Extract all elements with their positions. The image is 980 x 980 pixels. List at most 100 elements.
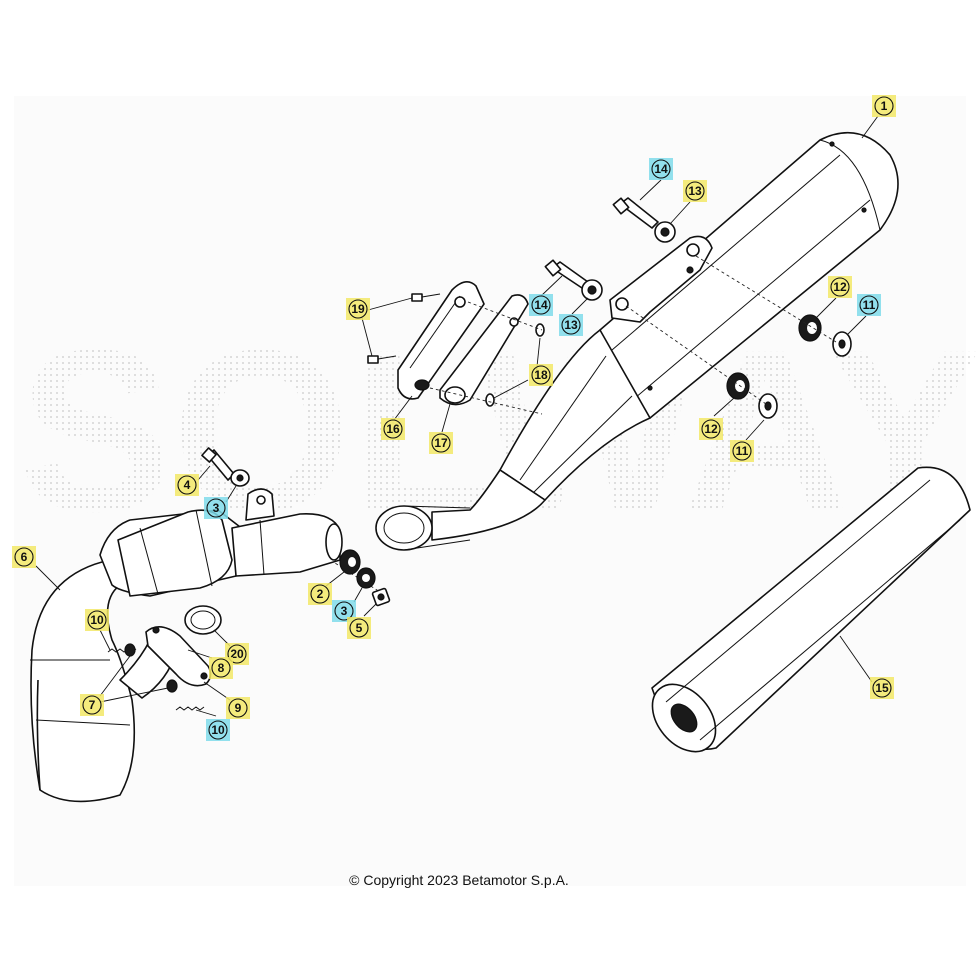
callout-circle [334, 601, 354, 621]
callout-highlight [857, 294, 881, 316]
part-18-nuts [485, 323, 545, 407]
callout-circle [82, 695, 102, 715]
callout-circle [701, 419, 721, 439]
callout-label: 12 [833, 280, 847, 294]
callout-circle [208, 720, 228, 740]
callout-c4: 4 [175, 474, 199, 496]
part-11-washers [758, 331, 852, 419]
callout-c2: 2 [308, 583, 332, 605]
callout-label: 17 [434, 436, 448, 450]
part-5-nut [371, 587, 391, 607]
callout-highlight [649, 158, 673, 180]
callout-highlight [870, 677, 894, 699]
callout-label: 18 [534, 368, 548, 382]
callout-c14b: 14 [529, 294, 553, 316]
callout-label: 11 [863, 298, 876, 312]
part-3-washers [230, 469, 376, 589]
callout-label: 5 [356, 621, 363, 635]
callout-circle [310, 584, 330, 604]
callout-highlight [429, 432, 453, 454]
callout-highlight [308, 583, 332, 605]
callout-c11b: 11 [730, 440, 754, 462]
callout-highlight [85, 609, 109, 631]
part-7-grommets [124, 643, 178, 693]
part-15-sleeve [651, 466, 971, 753]
callout-c10b: 10 [206, 719, 230, 741]
callout-c13a: 13 [683, 180, 707, 202]
callout-label: 7 [89, 698, 96, 712]
callout-circle [561, 315, 581, 335]
callout-label: 3 [341, 604, 348, 618]
callout-c10a: 10 [85, 609, 109, 631]
callout-highlight [209, 657, 233, 679]
callout-circle [431, 433, 451, 453]
callout-label: 10 [90, 613, 104, 627]
callout-highlight [828, 276, 852, 298]
callout-circle [651, 159, 671, 179]
callout-circle [227, 644, 247, 664]
callout-circle [349, 618, 369, 638]
callout-circle [383, 419, 403, 439]
callout-c7: 7 [80, 694, 104, 716]
callout-highlight [206, 719, 230, 741]
callout-label: 13 [564, 318, 578, 332]
callout-c14a: 14 [649, 158, 673, 180]
callout-c16: 16 [381, 418, 405, 440]
part-20-o-ring [184, 605, 222, 635]
callout-circle [348, 299, 368, 319]
callout-label: 1 [881, 99, 888, 113]
part-4-bolt [201, 447, 235, 481]
callout-c13b: 13 [559, 314, 583, 336]
callout-c9: 9 [226, 697, 250, 719]
callout-label: 14 [654, 162, 668, 176]
callout-c6: 6 [12, 546, 36, 568]
callout-highlight [332, 600, 356, 622]
callout-label: 8 [218, 661, 225, 675]
callout-circle [211, 658, 231, 678]
callout-highlight [226, 697, 250, 719]
part-12-grommets [726, 314, 822, 400]
callout-circle [228, 698, 248, 718]
callout-label: 6 [21, 550, 28, 564]
callout-highlight [12, 546, 36, 568]
copyright-notice: © Copyright 2023 Betamotor S.p.A. [349, 872, 569, 888]
callout-c18: 18 [529, 364, 553, 386]
callout-c5: 5 [347, 617, 371, 639]
callout-highlight [559, 314, 583, 336]
part-17-gasket [439, 294, 529, 406]
assembly-axes [289, 255, 837, 593]
callout-label: 11 [736, 444, 749, 458]
callout-circle [859, 295, 879, 315]
callout-highlight [346, 298, 370, 320]
part-19-screws [367, 293, 441, 364]
callout-highlight [683, 180, 707, 202]
part-16-bracket [397, 281, 485, 400]
callout-circle [732, 441, 752, 461]
callout-label: 12 [704, 422, 718, 436]
callout-label: 3 [213, 501, 220, 515]
callout-circle [206, 498, 226, 518]
callout-c12a: 12 [828, 276, 852, 298]
callout-label: 4 [184, 478, 191, 492]
callout-highlight [529, 364, 553, 386]
callout-highlight [80, 694, 104, 716]
callout-circle [14, 547, 34, 567]
callout-highlight [175, 474, 199, 496]
callout-c15: 15 [870, 677, 894, 699]
callout-highlight [730, 440, 754, 462]
callout-circle [87, 610, 107, 630]
callout-circle [830, 277, 850, 297]
callout-highlight [347, 617, 371, 639]
part-6-header-pipe [30, 488, 343, 803]
callout-label: 16 [386, 422, 400, 436]
callout-label: 14 [534, 298, 548, 312]
callout-highlight [204, 497, 228, 519]
callout-c1: 1 [872, 95, 896, 117]
callout-c12b: 12 [699, 418, 723, 440]
callout-c3a: 3 [204, 497, 228, 519]
part-1-silencer [375, 132, 899, 551]
part-2-grommet [339, 549, 361, 575]
